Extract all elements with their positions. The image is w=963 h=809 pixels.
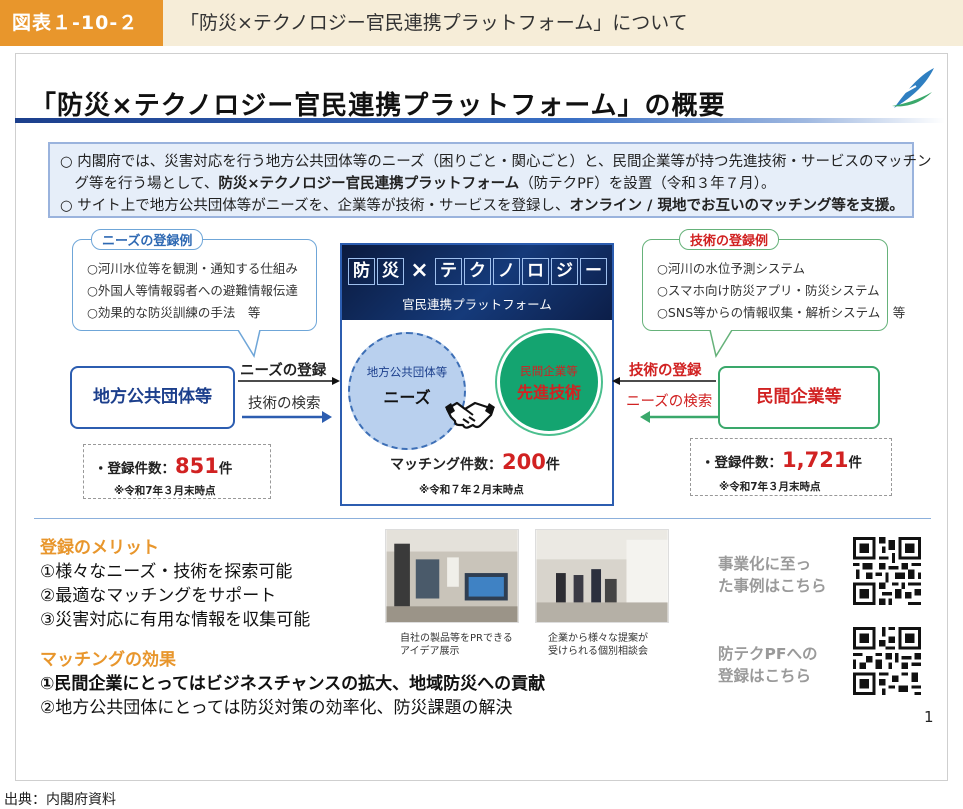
page-number: 1: [924, 708, 934, 726]
banner-char: テ: [435, 258, 462, 285]
local-gov-count: ・登録件数：851件: [94, 454, 232, 478]
tech-search-label: 技術の検索: [248, 396, 321, 412]
tech-examples-title: 技術の登録例: [679, 229, 780, 250]
tech-register-arrow-icon: [612, 377, 716, 385]
summary-line-2-bold: 防災×テクノロジー官民連携プラットフォーム: [218, 176, 520, 192]
summary-line-3-text: ○ サイト上で地方公共団体等がニーズを、企業等が技術・サービスを登録し、: [60, 198, 570, 214]
tech-callout-pointer: [709, 330, 733, 358]
exhibition-photo: [385, 529, 519, 623]
needs-examples-title: ニーズの登録例: [91, 229, 204, 250]
figure-label: 図表１-10-２: [0, 0, 163, 46]
banner-char: ー: [580, 258, 607, 285]
matching-count-value: 200: [502, 450, 546, 474]
merit-item: ③災害対応に有用な情報を収集可能: [40, 610, 311, 630]
banner-char: 災: [377, 258, 404, 285]
summary-box: ○ 内閣府では、災害対応を行う地方公共団体等のニーズ（困りごと・関心ごと）と、民…: [48, 142, 931, 218]
needs-register-label: ニーズの登録: [240, 363, 327, 379]
slide-title: 「防災×テクノロジー官民連携プラットフォーム」の概要: [30, 91, 726, 121]
handshake-icon: [445, 401, 495, 429]
qr-cases-label-line-1: 事業化に至っ: [718, 555, 812, 573]
local-gov-count-unit: 件: [218, 461, 233, 477]
needs-examples-box: ニーズの登録例 ○河川水位等を観測・通知する仕組み ○外国人等情報弱者への避難情…: [72, 229, 317, 331]
qr-cases-label-line-2: た事例はこちら: [718, 577, 827, 595]
banner-char: ク: [464, 258, 491, 285]
tech-examples-box: 技術の登録例 ○河川の水位予測システム ○スマホ向け防災アプリ・防災システム ○…: [642, 229, 905, 331]
tech-circle-label: 先進技術: [516, 383, 581, 402]
effect-item: ①民間企業にとってはビジネスチャンスの拡大、地域防災への貢献: [40, 674, 546, 694]
summary-line-3: ○ サイト上で地方公共団体等がニーズを、企業等が技術・サービスを登録し、オンライ…: [60, 194, 904, 215]
summary-line-2: グ等を行う場として、防災×テクノロジー官民連携プラットフォーム（防テクPF）を設…: [60, 172, 776, 193]
needs-callout-pointer: [237, 330, 261, 358]
banner-char: ロ: [522, 258, 549, 285]
qr-register-label-line-1: 防テクPFへの: [718, 645, 818, 663]
merit-item: ②最適なマッチングをサポート: [40, 586, 277, 606]
section-divider: [34, 518, 931, 519]
merit-item: ①様々なニーズ・技術を探索可能: [40, 562, 293, 582]
private-count-label: ・登録件数：: [701, 455, 782, 471]
consultation-photo: [535, 529, 669, 623]
effect-item: ②地方公共団体にとっては防災対策の効率化、防災課題の解決: [40, 698, 513, 718]
platform-banner: 防 災 × テ ク ノ ロ ジ ー 官民連携プラットフォーム: [342, 245, 612, 320]
local-gov-box: 地方公共団体等: [70, 366, 235, 429]
summary-line-2-text: グ等を行う場として、: [60, 176, 219, 192]
banner-char: ジ: [551, 258, 578, 285]
tech-circle-caption: 民間企業等: [520, 364, 578, 378]
needs-search-label: ニーズの検索: [626, 394, 713, 410]
qr-register-label-line-2: 登録はこちら: [718, 667, 812, 685]
tech-register-label: 技術の登録: [629, 363, 702, 379]
summary-line-3-bold: オンライン / 現地でお互いのマッチング等を支援。: [569, 198, 904, 214]
cabinet-office-logo-icon: [892, 68, 934, 108]
needs-register-arrow-icon: [238, 377, 340, 385]
tech-circle: 民間企業等 先進技術: [497, 330, 601, 434]
private-count-unit: 件: [848, 455, 862, 471]
private-sector-box: 民間企業等: [718, 366, 880, 429]
matching-count-label: マッチング件数：: [390, 457, 502, 473]
private-count-box: ・登録件数：1,721件 ※令和7年３月末時点: [690, 438, 892, 496]
photo-caption-2-line-2: 受けられる個別相談会: [548, 646, 648, 657]
needs-example-item: ○河川水位等を観測・通知する仕組み: [87, 261, 298, 276]
matching-count-unit: 件: [545, 457, 560, 473]
photo-caption-1-line-2: アイデア展示: [400, 646, 460, 657]
needs-example-item: ○効果的な防災訓練の手法 等: [87, 305, 261, 320]
local-gov-count-value: 851: [175, 454, 219, 478]
needs-circle-caption: 地方公共団体等: [366, 365, 448, 379]
qr-code-register-icon[interactable]: [853, 627, 921, 695]
local-gov-count-note: ※令和7年３月末時点: [114, 485, 216, 497]
banner-char: ×: [410, 258, 429, 283]
private-count-note: ※令和7年３月末時点: [719, 481, 821, 493]
summary-line-2-tail: （防テクPF）を設置（令和３年７月）。: [519, 176, 776, 192]
matching-note: ※令和７年２月末時点: [419, 484, 524, 496]
needs-circle-label: ニーズ: [383, 388, 431, 407]
matching-count: マッチング件数：200件: [390, 450, 560, 474]
tech-example-item: ○河川の水位予測システム: [657, 261, 806, 276]
local-gov-count-box: ・登録件数：851件 ※令和7年３月末時点: [83, 444, 271, 499]
private-count-value: 1,721: [782, 448, 849, 472]
photo-caption-2-line-1: 企業から様々な提案が: [548, 633, 648, 644]
needs-example-item: ○外国人等情報弱者への避難情報伝達: [87, 283, 298, 298]
qr-code-cases-icon[interactable]: [853, 537, 921, 605]
title-underline: [15, 118, 945, 123]
source-credit: 出典：内閣府資料: [4, 792, 116, 808]
needs-search-arrow-icon: [640, 411, 718, 423]
merits-heading: 登録のメリット: [40, 538, 159, 558]
needs-circle: 地方公共団体等 ニーズ: [348, 332, 466, 450]
effects-heading: マッチングの効果: [40, 650, 176, 670]
private-count: ・登録件数：1,721件: [701, 448, 862, 472]
platform-subtitle: 官民連携プラットフォーム: [402, 297, 552, 312]
figure-title: 「防災×テクノロジー官民連携プラットフォーム」について: [180, 12, 688, 34]
tech-search-arrow-icon: [242, 411, 332, 423]
photo-caption-1-line-1: 自社の製品等をPRできる: [400, 633, 513, 644]
tech-example-item: ○スマホ向け防災アプリ・防災システム: [657, 283, 880, 298]
tech-example-item: ○SNS等からの情報収集・解析システム 等: [657, 305, 906, 320]
local-gov-count-label: ・登録件数：: [94, 461, 175, 477]
summary-line-1: ○ 内閣府では、災害対応を行う地方公共団体等のニーズ（困りごと・関心ごと）と、民…: [60, 154, 932, 170]
banner-char: ノ: [493, 258, 520, 285]
banner-char: 防: [348, 258, 375, 285]
